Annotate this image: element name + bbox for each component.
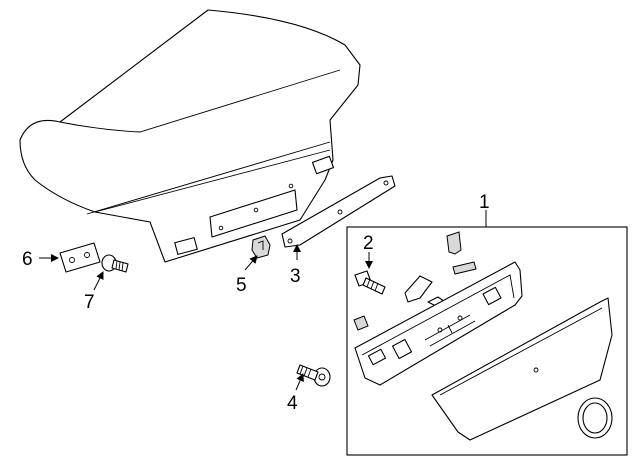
callout-1: 1 (479, 192, 490, 213)
callout-7: 7 (84, 292, 95, 313)
bolt-4 (296, 364, 331, 387)
inner-panel (354, 261, 523, 386)
bolt-2 (354, 270, 386, 295)
callout-2: 2 (363, 233, 374, 254)
retainer (446, 231, 462, 255)
pad (452, 261, 477, 275)
leader-7 (93, 271, 104, 291)
molding (281, 175, 396, 248)
leader-4 (295, 373, 304, 391)
bolt-7 (101, 254, 129, 273)
trunk-lid (19, 9, 361, 263)
hinge-bracket (59, 242, 101, 273)
callout-6: 6 (22, 249, 33, 270)
small-clip (353, 315, 369, 331)
emblem (577, 397, 613, 439)
clip (251, 235, 271, 259)
leader-5 (244, 255, 258, 271)
callout-5: 5 (236, 275, 247, 296)
callout-4: 4 (287, 393, 298, 414)
latch-bracket (404, 275, 433, 303)
callout-3: 3 (290, 266, 301, 287)
finish-panel (431, 297, 613, 441)
assembly-box (346, 226, 628, 456)
